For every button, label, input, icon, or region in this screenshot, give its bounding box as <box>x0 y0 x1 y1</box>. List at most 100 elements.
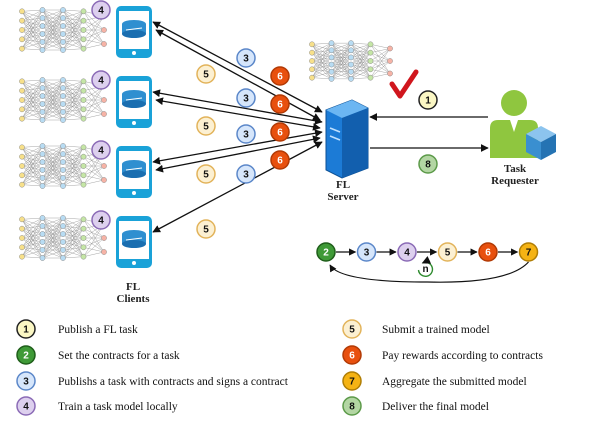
badge-number: 2 <box>23 351 29 362</box>
legend-badge-1: 1 <box>16 319 36 339</box>
phone-icon <box>116 6 152 58</box>
badge-number: 6 <box>349 351 355 362</box>
badge-step-1: 1 <box>418 90 438 110</box>
badge-step-6: 6 <box>270 66 290 86</box>
check-icon <box>389 69 419 99</box>
badge-step-4: 4 <box>91 140 111 160</box>
badge-number: 5 <box>349 325 355 336</box>
phone-icon <box>116 146 152 198</box>
loop-label: n <box>422 264 428 275</box>
badge-step-4: 4 <box>91 210 111 230</box>
badge-step-5: 5 <box>196 219 216 239</box>
phone-icon <box>116 216 152 268</box>
client-server-arrow <box>155 97 321 131</box>
badge-number: 1 <box>23 325 29 336</box>
legend-item-4: 4 Train a task model locally <box>16 396 178 416</box>
task-requester: Task Requester <box>490 90 556 187</box>
badge-number: 3 <box>243 54 249 65</box>
badge-number: 8 <box>349 402 355 413</box>
process-flow: 2 3 4 5 6 7 n <box>316 242 539 283</box>
legend-badge-7: 7 <box>342 371 362 391</box>
clients-label-line2: Clients <box>117 293 151 305</box>
legend-text-5: Submit a trained model <box>382 324 490 336</box>
flow-step-2: 2 <box>316 242 336 262</box>
legend-item-1: 1 Publish a FL task <box>16 319 138 339</box>
badge-number: 6 <box>277 156 283 167</box>
badge-number: 6 <box>277 128 283 139</box>
badge-step-5: 5 <box>196 64 216 84</box>
badge-step-8: 8 <box>418 154 438 174</box>
badge-step-5: 5 <box>196 116 216 136</box>
badge-number: 5 <box>203 122 209 133</box>
legend-badge-6: 6 <box>342 345 362 365</box>
badge-number: 2 <box>323 248 329 259</box>
phone-icon <box>116 76 152 128</box>
badge-number: 5 <box>203 70 209 81</box>
iteration-loop-icon <box>417 256 434 278</box>
badge-step-3: 3 <box>236 124 256 144</box>
legend-item-3: 3 Publishs a task with contracts and sign… <box>16 371 289 391</box>
legend-item-6: 6 Pay rewards according to contracts <box>342 345 543 365</box>
badge-step-4: 4 <box>91 70 111 90</box>
legend-item-7: 7 Aggregate the submitted model <box>342 371 527 391</box>
legend: 1 Publish a FL task 2 Set the contracts for… <box>16 319 543 416</box>
legend-text-3: Publishs a task with contracts and signs… <box>58 376 289 388</box>
flow-step-7: 7 <box>518 242 539 262</box>
loop-back-arrow <box>329 261 529 283</box>
legend-badge-4: 4 <box>16 396 36 416</box>
badge-step-6: 6 <box>270 94 290 114</box>
server-icon <box>325 99 369 179</box>
flow-step-6: 6 <box>478 242 498 262</box>
badge-step-3: 3 <box>236 48 256 68</box>
badge-number: 3 <box>243 130 249 141</box>
badge-number: 3 <box>243 94 249 105</box>
badge-number: 8 <box>425 160 431 171</box>
badge-number: 3 <box>364 248 370 259</box>
legend-item-2: 2 Set the contracts for a task <box>16 345 180 365</box>
legend-text-1: Publish a FL task <box>58 324 138 336</box>
badge-number: 6 <box>277 72 283 83</box>
badge-step-3: 3 <box>236 88 256 108</box>
badge-number: 3 <box>243 170 249 181</box>
legend-badge-5: 5 <box>342 319 362 339</box>
legend-text-2: Set the contracts for a task <box>58 350 180 362</box>
badge-number: 5 <box>445 248 451 259</box>
badge-step-3: 3 <box>236 164 256 184</box>
badge-number: 3 <box>23 377 29 388</box>
client-devices <box>116 6 152 268</box>
legend-text-7: Aggregate the submitted model <box>382 376 527 388</box>
flow-step-4: 4 <box>397 242 417 262</box>
badge-number: 4 <box>404 248 410 259</box>
badge-step-4: 4 <box>91 0 111 20</box>
badge-number: 5 <box>203 225 209 236</box>
client-network-2 <box>19 77 107 123</box>
badge-number: 6 <box>485 248 491 259</box>
client-server-links <box>152 21 489 233</box>
client-server-arrow <box>152 141 323 233</box>
requester-icon <box>490 90 556 160</box>
badge-number: 7 <box>349 377 355 388</box>
legend-badge-3: 3 <box>16 371 36 391</box>
fl-server: FL Server <box>325 99 369 203</box>
client-server-arrow <box>155 135 321 173</box>
legend-badge-8: 8 <box>342 396 362 416</box>
badge-number: 4 <box>98 146 104 157</box>
legend-item-5: 5 Submit a trained model <box>342 319 490 339</box>
badge-number: 4 <box>98 216 104 227</box>
requester-label-line2: Requester <box>491 175 539 187</box>
badge-step-6: 6 <box>270 150 290 170</box>
badge-number: 7 <box>526 248 532 259</box>
badge-step-6: 6 <box>270 122 290 142</box>
flow-step-5: 5 <box>437 242 458 262</box>
server-network <box>309 40 393 82</box>
legend-text-4: Train a task model locally <box>58 401 178 413</box>
badge-step-5: 5 <box>196 164 216 184</box>
server-label-line2: Server <box>327 191 358 203</box>
legend-badge-2: 2 <box>16 345 36 365</box>
legend-text-6: Pay rewards according to contracts <box>382 350 543 362</box>
requester-label-line1: Task <box>504 163 527 175</box>
badge-number: 5 <box>203 170 209 181</box>
badge-number: 4 <box>23 402 29 413</box>
legend-text-8: Deliver the final model <box>382 401 489 413</box>
badge-number: 4 <box>98 6 104 17</box>
